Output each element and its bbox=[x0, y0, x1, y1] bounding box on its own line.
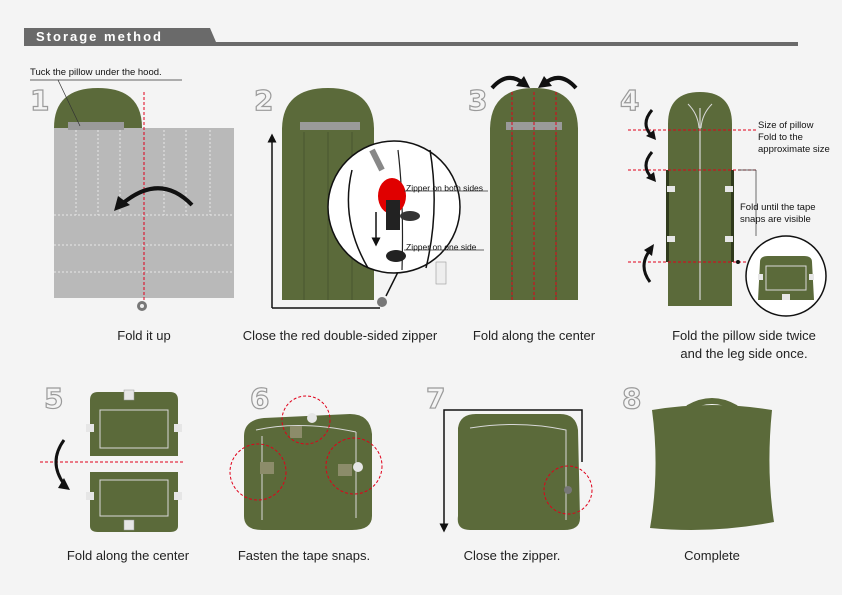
caption-step5: Fold along the center bbox=[66, 548, 190, 563]
header-bar bbox=[24, 28, 798, 46]
step-number: 8 bbox=[621, 381, 642, 415]
caption-step8: Complete bbox=[684, 548, 740, 563]
note-tape-snaps: snaps are visible bbox=[740, 214, 811, 225]
step-number: 2 bbox=[253, 83, 274, 117]
step5-illustration bbox=[40, 389, 184, 532]
note-tuck-pillow: Tuck the pillow under the hood. bbox=[30, 67, 162, 78]
step-number: 5 bbox=[43, 381, 64, 415]
step-number: 6 bbox=[249, 381, 270, 415]
step1-illustration bbox=[30, 79, 234, 311]
caption-step6: Fasten the tape snaps. bbox=[237, 548, 371, 563]
caption-step3: Fold along the center bbox=[472, 328, 596, 343]
note-fold-to: Fold to the bbox=[758, 132, 803, 143]
caption-step7: Close the zipper. bbox=[463, 548, 561, 563]
step8-illustration bbox=[650, 398, 774, 530]
note-approx-size: approximate size bbox=[758, 144, 830, 155]
note-size-pillow: Size of pillow bbox=[758, 120, 814, 131]
step-number: 4 bbox=[619, 83, 640, 117]
step-number: 3 bbox=[467, 83, 488, 117]
note-fold-until: Fold until the tape bbox=[740, 202, 816, 213]
step7-illustration bbox=[439, 409, 593, 533]
note-zipper-one: Zipper on one side bbox=[406, 242, 477, 252]
note-zipper-both: Zipper on both sides bbox=[406, 183, 484, 193]
caption-step4-line2: and the leg side once. bbox=[680, 346, 808, 361]
caption-step1: Fold it up bbox=[117, 328, 171, 343]
step3-illustration bbox=[490, 76, 578, 302]
caption-step2: Close the red double-sided zipper bbox=[242, 328, 438, 343]
step2-illustration bbox=[267, 88, 488, 309]
step6-illustration bbox=[229, 395, 383, 530]
step4-illustration bbox=[628, 92, 827, 317]
step-number: 7 bbox=[425, 381, 446, 415]
section-header: Storage method bbox=[24, 28, 798, 46]
section-title: Storage method bbox=[36, 29, 163, 44]
step-number: 1 bbox=[29, 83, 50, 117]
caption-step4-line1: Fold the pillow side twice bbox=[672, 328, 816, 343]
